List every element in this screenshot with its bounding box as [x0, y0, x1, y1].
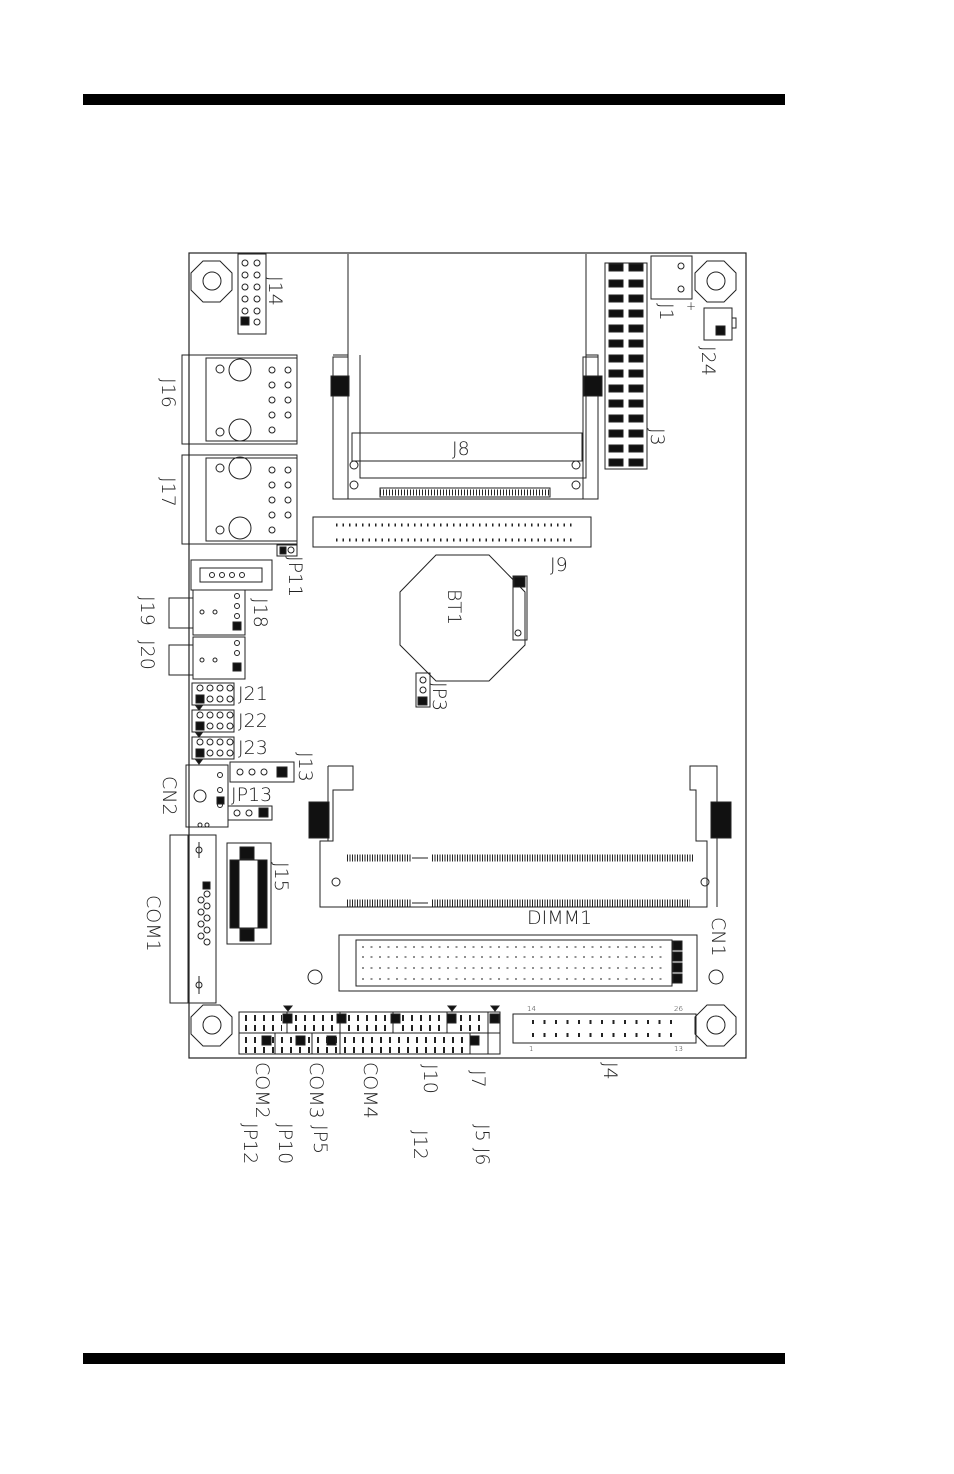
j17-rj45-jack	[181, 454, 298, 545]
top-rule	[83, 94, 785, 105]
label-j3: J3	[646, 428, 668, 446]
label-jp11: JP11	[284, 556, 306, 597]
jp13-jumper	[227, 805, 273, 821]
label-j20: J20	[136, 640, 158, 670]
bt1-battery	[399, 554, 528, 682]
label-j1: J1	[655, 303, 677, 321]
label-cn2: CN2	[158, 776, 180, 816]
label-cn1: CN1	[707, 917, 729, 957]
label-j24: J24	[697, 346, 719, 376]
label-jp5: JP5	[309, 1125, 331, 1154]
label-j5-j6: J5 J6	[471, 1124, 493, 1165]
j20-audio-jack	[168, 636, 246, 680]
j22-header	[191, 709, 235, 738]
j4-pin-1: 1	[529, 1045, 533, 1053]
label-j16: J16	[157, 378, 179, 408]
j23-header	[191, 736, 235, 765]
jp3-jumper	[415, 672, 431, 708]
cn1-standoff-right	[708, 969, 724, 985]
j9-ide-header	[312, 516, 592, 548]
label-com4: COM4	[359, 1062, 381, 1119]
j15-connector	[226, 842, 272, 945]
j8-compactflash-socket	[330, 254, 603, 500]
j21-header	[191, 682, 235, 711]
j1-plus-mark: +	[686, 299, 696, 313]
cn2-connector	[185, 764, 229, 828]
label-j9: J9	[550, 554, 568, 576]
mounting-hole-bottom-left	[190, 1004, 233, 1047]
cn1-expansion-connector	[338, 934, 698, 992]
bottom-header-row	[238, 1005, 501, 1055]
dimm1-sodimm-socket	[308, 765, 732, 908]
label-j13: J13	[294, 752, 316, 782]
j16-rj45-jack	[181, 354, 298, 445]
label-j23: J23	[238, 737, 268, 759]
label-com2: COM2	[251, 1062, 273, 1119]
label-jp10: JP10	[274, 1123, 296, 1164]
j4-header	[512, 1013, 697, 1044]
label-j10: J10	[419, 1064, 441, 1094]
label-j4: J4	[599, 1062, 621, 1080]
bottom-rule	[83, 1353, 785, 1364]
com1-db9-connector	[169, 834, 217, 1004]
label-j22: J22	[238, 710, 268, 732]
j4-pin-14: 14	[527, 1005, 536, 1013]
j13-header	[229, 761, 295, 783]
board-outline	[188, 252, 747, 1059]
label-j19: J19	[136, 596, 158, 626]
j14-header	[237, 253, 267, 335]
label-j7: J7	[467, 1070, 489, 1088]
label-jp3: JP3	[428, 682, 450, 711]
label-j21: J21	[238, 683, 268, 705]
label-j14: J14	[264, 276, 286, 306]
small-connector-under-jp11	[190, 559, 273, 591]
label-j15: J15	[270, 862, 292, 892]
label-bt1: BT1	[443, 589, 465, 625]
j24-header	[703, 307, 737, 341]
label-j8: J8	[452, 438, 470, 460]
label-jp13: JP13	[231, 784, 272, 806]
label-com3: COM3	[305, 1062, 327, 1119]
mounting-hole-top-right	[694, 260, 737, 303]
label-jp12: JP12	[239, 1123, 261, 1164]
jp11-jumper	[276, 544, 298, 557]
mounting-hole-top-left	[190, 260, 233, 303]
label-com1: COM1	[142, 895, 164, 952]
label-j18: J18	[249, 598, 271, 628]
j4-pin-13: 13	[674, 1045, 683, 1053]
j4-pin-26: 26	[674, 1005, 683, 1013]
j3-lvds-connector	[604, 262, 648, 470]
cn1-standoff-left	[307, 969, 323, 985]
mounting-hole-bottom-right	[694, 1004, 737, 1047]
label-dimm1: DIMM1	[527, 907, 592, 929]
label-j17: J17	[157, 477, 179, 507]
label-j12: J12	[409, 1130, 431, 1160]
j18-j19-audio-jack	[168, 589, 246, 636]
j1-power-connector	[650, 255, 693, 300]
